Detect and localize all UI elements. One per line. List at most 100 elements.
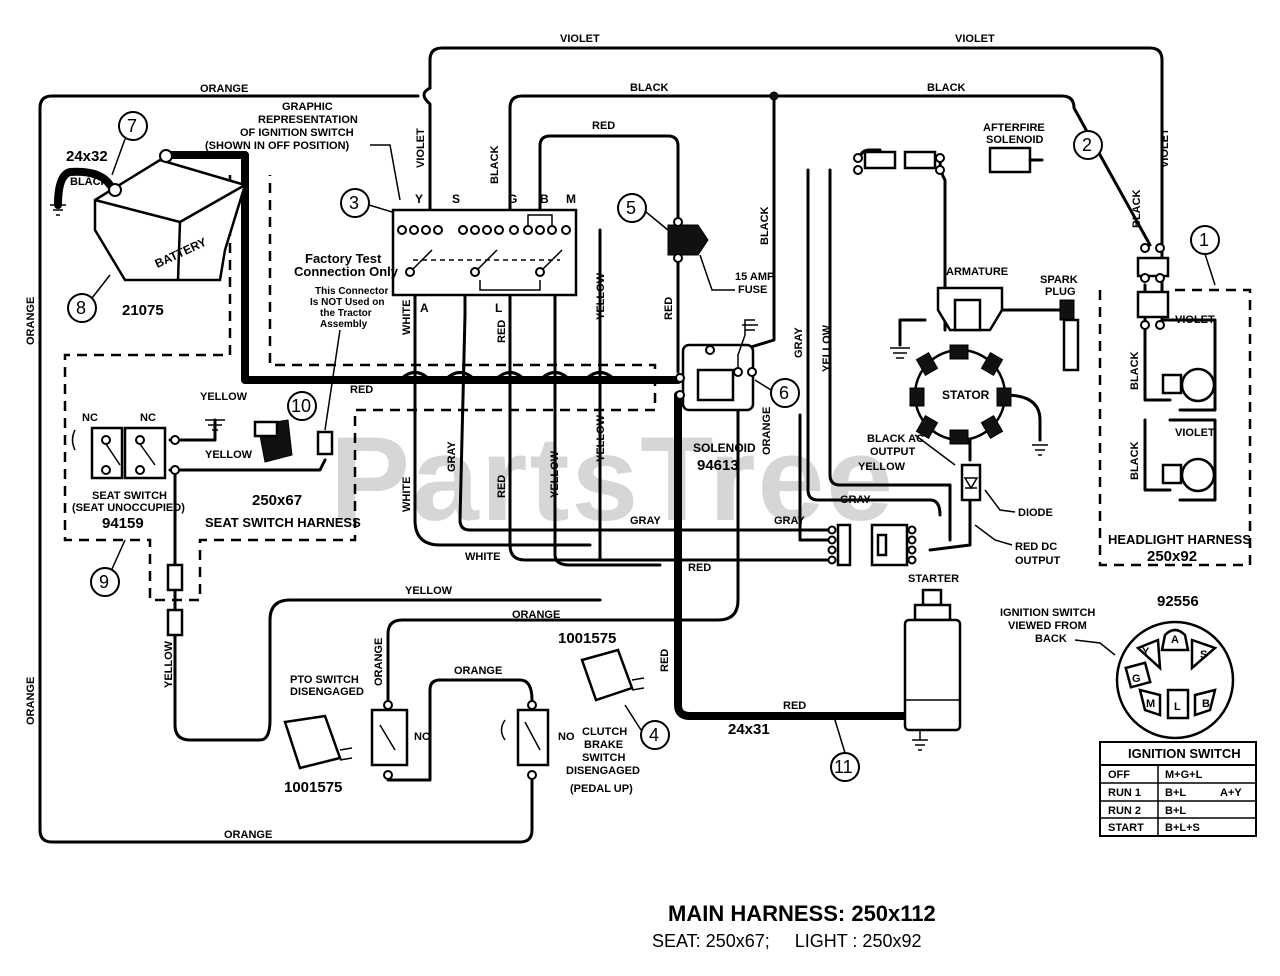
svg-text:GRAY: GRAY: [446, 441, 458, 472]
svg-text:SOLENOID: SOLENOID: [693, 441, 756, 455]
svg-text:6: 6: [779, 383, 789, 403]
svg-text:SPARK: SPARK: [1040, 274, 1078, 286]
svg-text:PTO SWITCH: PTO SWITCH: [290, 674, 359, 686]
svg-text:250x92: 250x92: [1147, 548, 1197, 565]
clutch-brake-switch: NO CLUTCH BRAKE SWITCH DISENGAGED (PEDAL…: [500, 630, 645, 795]
svg-text:2: 2: [1082, 135, 1092, 155]
svg-text:S: S: [1200, 649, 1207, 661]
svg-text:CLUTCH: CLUTCH: [582, 726, 627, 738]
svg-text:STARTER: STARTER: [908, 573, 959, 585]
svg-text:A: A: [1171, 634, 1179, 646]
callout-3: 3: [340, 188, 370, 218]
svg-text:YELLOW: YELLOW: [163, 640, 175, 688]
svg-text:NO: NO: [558, 731, 575, 743]
engine-components: AFTERFIRE SOLENOID ARMATURE SPARK PLUG S…: [853, 122, 1080, 567]
svg-text:24x31: 24x31: [728, 721, 770, 738]
svg-text:VIEWED FROM: VIEWED FROM: [1008, 620, 1087, 632]
svg-text:4: 4: [649, 725, 659, 745]
svg-text:OUTPUT: OUTPUT: [870, 446, 916, 458]
svg-text:GRAY: GRAY: [793, 327, 805, 358]
svg-text:VIOLET: VIOLET: [1175, 314, 1215, 326]
svg-text:YELLOW: YELLOW: [858, 461, 906, 473]
svg-text:BLACK: BLACK: [70, 176, 109, 188]
svg-text:RED: RED: [592, 120, 615, 132]
svg-text:GRAY: GRAY: [630, 515, 661, 527]
svg-text:Assembly: Assembly: [320, 319, 368, 330]
svg-text:(PEDAL UP): (PEDAL UP): [570, 783, 633, 795]
svg-text:Y: Y: [415, 192, 423, 206]
svg-text:ORANGE: ORANGE: [200, 83, 248, 95]
svg-text:ARMATURE: ARMATURE: [946, 266, 1008, 278]
svg-text:SWITCH: SWITCH: [582, 752, 625, 764]
svg-text:BLACK: BLACK: [1129, 441, 1141, 480]
svg-text:24x32: 24x32: [66, 148, 108, 165]
fuse: 15 AMP FUSE: [667, 217, 774, 296]
svg-text:RED: RED: [783, 700, 806, 712]
harness-outlines: [63, 175, 1252, 602]
svg-text:8: 8: [76, 298, 86, 318]
svg-text:SEAT SWITCH: SEAT SWITCH: [92, 490, 167, 502]
svg-text:IGNITION SWITCH: IGNITION SWITCH: [1000, 607, 1095, 619]
svg-text:YELLOW: YELLOW: [595, 414, 607, 462]
callout-8: 8: [67, 293, 97, 323]
svg-text:AFTERFIRE: AFTERFIRE: [983, 122, 1045, 134]
svg-text:3: 3: [349, 193, 359, 213]
svg-text:ORANGE: ORANGE: [25, 297, 37, 345]
svg-text:15 AMP: 15 AMP: [735, 271, 774, 283]
ignition-switch-graphic: GRAPHIC REPRESENTATION OF IGNITION SWITC…: [205, 101, 578, 315]
svg-text:RED: RED: [659, 649, 671, 672]
svg-text:REPRESENTATION: REPRESENTATION: [258, 114, 358, 126]
main-connector: [827, 523, 917, 567]
svg-text:YELLOW: YELLOW: [200, 391, 248, 403]
callout-9: 9: [90, 567, 120, 597]
svg-text:Factory Test: Factory Test: [305, 251, 382, 266]
callout-7: 7: [118, 111, 148, 141]
svg-text:DIODE: DIODE: [1018, 507, 1053, 519]
svg-text:B: B: [540, 192, 549, 206]
wire-labels: VIOLET VIOLET ORANGE BLACK BLACK RED VIO…: [25, 33, 1171, 841]
callouts: 1 2 3 4 5 6 7 8 9 10 11: [67, 111, 1220, 782]
svg-text:A: A: [420, 301, 429, 315]
svg-text:1: 1: [1199, 230, 1209, 250]
svg-text:L: L: [495, 301, 502, 315]
svg-text:YELLOW: YELLOW: [821, 324, 833, 372]
svg-text:BLACK: BLACK: [759, 206, 771, 245]
svg-text:RED DC: RED DC: [1015, 541, 1057, 553]
svg-text:SOLENOID: SOLENOID: [986, 134, 1044, 146]
svg-text:A+Y: A+Y: [1220, 787, 1242, 799]
svg-text:RED: RED: [663, 297, 675, 320]
svg-text:DISENGAGED: DISENGAGED: [566, 765, 640, 777]
svg-text:YELLOW: YELLOW: [205, 449, 253, 461]
callout-5: 5: [617, 193, 647, 223]
svg-text:WHITE: WHITE: [401, 477, 413, 512]
svg-text:BLACK: BLACK: [1129, 351, 1141, 390]
svg-text:1001575: 1001575: [284, 779, 342, 796]
callout-1: 1: [1190, 225, 1220, 255]
starter: STARTER 24x31: [728, 573, 962, 751]
svg-text:11: 11: [834, 757, 853, 777]
svg-text:250x67: 250x67: [252, 492, 302, 509]
svg-text:S: S: [452, 192, 460, 206]
ignition-switch-table: IGNITION SWITCH OFF M+G+L RUN 1 B+L A+Y …: [1099, 741, 1257, 837]
svg-text:OF IGNITION SWITCH: OF IGNITION SWITCH: [240, 127, 354, 139]
svg-text:NC: NC: [140, 412, 156, 424]
svg-text:Is NOT Used on: Is NOT Used on: [310, 297, 384, 308]
svg-text:RUN 1: RUN 1: [1108, 787, 1141, 799]
svg-text:Y: Y: [1142, 646, 1150, 658]
seat-switch: NC NC SEAT SWITCH (SEAT UNOCCUPIED) 9415…: [71, 391, 361, 637]
svg-text:VIOLET: VIOLET: [415, 128, 427, 168]
callout-2: 2: [1073, 130, 1103, 160]
svg-text:94159: 94159: [102, 515, 144, 532]
factory-test-connector: Factory Test Connection Only This Connec…: [294, 251, 399, 456]
svg-text:M: M: [566, 192, 576, 206]
svg-text:ORANGE: ORANGE: [761, 407, 773, 455]
svg-text:(SEAT UNOCCUPIED): (SEAT UNOCCUPIED): [72, 502, 185, 514]
svg-text:VIOLET: VIOLET: [560, 33, 600, 45]
svg-text:RED: RED: [496, 320, 508, 343]
svg-text:5: 5: [626, 198, 636, 218]
harness-subtitle: SEAT: 250x67; LIGHT : 250x92: [652, 931, 921, 951]
battery: BATTERY 21075 24x32 BLACK: [50, 148, 247, 319]
svg-text:VIOLET: VIOLET: [955, 33, 995, 45]
svg-text:Connection Only: Connection Only: [294, 264, 399, 279]
